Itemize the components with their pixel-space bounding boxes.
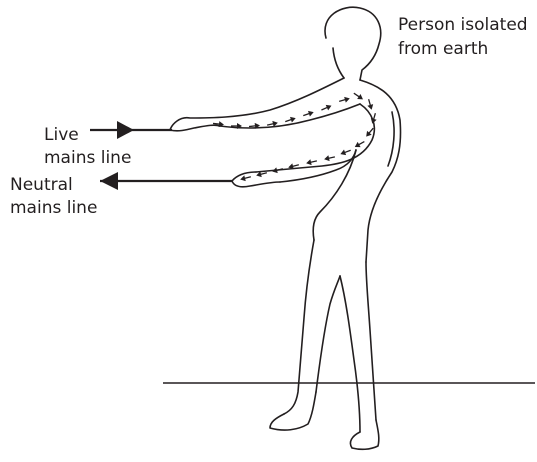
- current-arrow-icon: [302, 109, 314, 118]
- current-arrow-icon: [323, 154, 335, 162]
- person-label: Person isolated from earth: [398, 15, 533, 59]
- front-foot: [270, 392, 316, 430]
- shoulder-back: [360, 80, 401, 262]
- inner-leg-back: [340, 276, 360, 432]
- upper-arm-front: [170, 78, 344, 130]
- front-hand: [170, 125, 220, 131]
- back-hand: [232, 172, 280, 187]
- back-leg-outer: [366, 262, 376, 420]
- current-arrow-icon: [305, 158, 317, 166]
- inner-leg-front: [316, 276, 340, 392]
- head: [325, 7, 381, 80]
- shoulder-blade: [388, 112, 394, 166]
- current-arrow-icon: [353, 139, 366, 150]
- current-arrow-icon: [339, 147, 351, 156]
- back-foot: [350, 420, 378, 449]
- live-wire: [90, 121, 172, 139]
- current-arrow-icon: [320, 103, 332, 113]
- neutral-wire: [100, 172, 232, 190]
- hip: [284, 240, 314, 414]
- current-arrow-icon: [352, 91, 364, 102]
- current-arrow-icon: [338, 95, 350, 104]
- neutral-arrow-icon: [100, 172, 118, 190]
- live-arrow-icon: [117, 121, 134, 139]
- current-arrow-icon: [366, 98, 375, 110]
- neck-left: [333, 48, 344, 78]
- neutral-label: Neutral mains line: [10, 175, 97, 218]
